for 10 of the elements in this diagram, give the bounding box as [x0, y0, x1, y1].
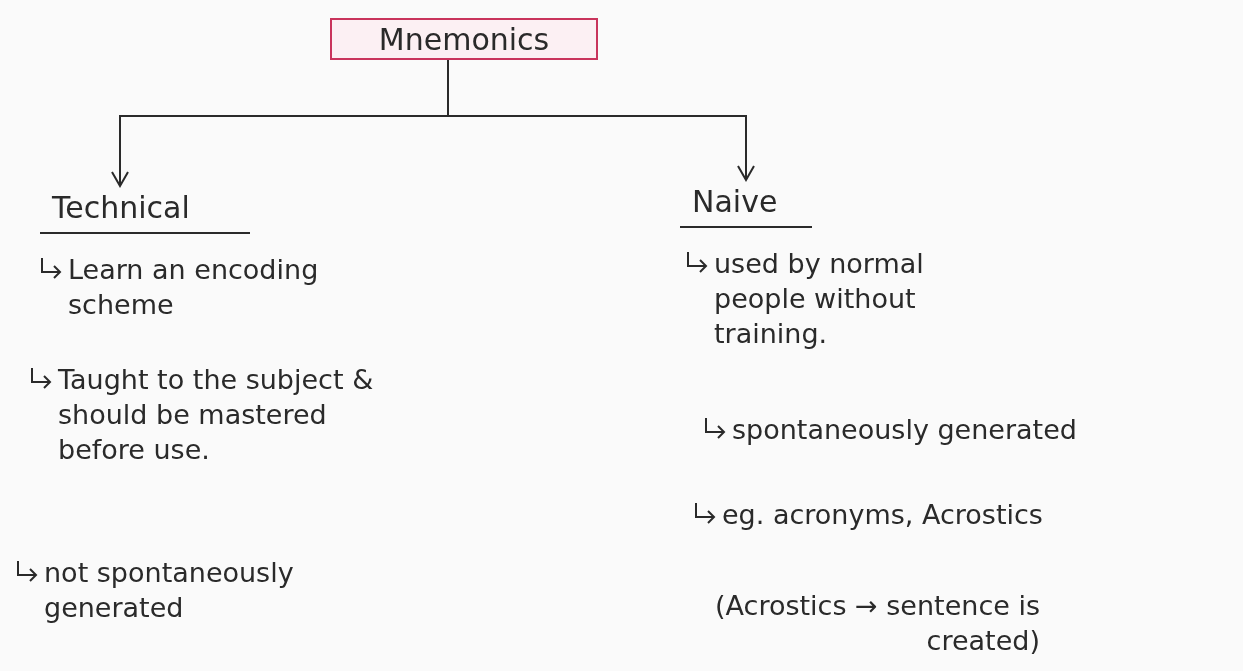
note-text: used by normal people without training. — [714, 248, 924, 350]
heading: Technical — [40, 190, 250, 234]
note-text: eg. acronyms, Acrostics — [722, 499, 1043, 530]
note-text: not spontaneously generated — [44, 557, 294, 624]
heading: Naive — [680, 184, 812, 228]
title-box: Mnemonics — [330, 18, 598, 60]
note-text: Learn an encoding scheme — [68, 254, 319, 321]
note-text: spontaneously generated — [732, 414, 1077, 445]
note-text: (Acrostics → sentence is created) — [715, 590, 1040, 657]
note-text: Taught to the subject & should be mastered before use. — [58, 364, 374, 466]
